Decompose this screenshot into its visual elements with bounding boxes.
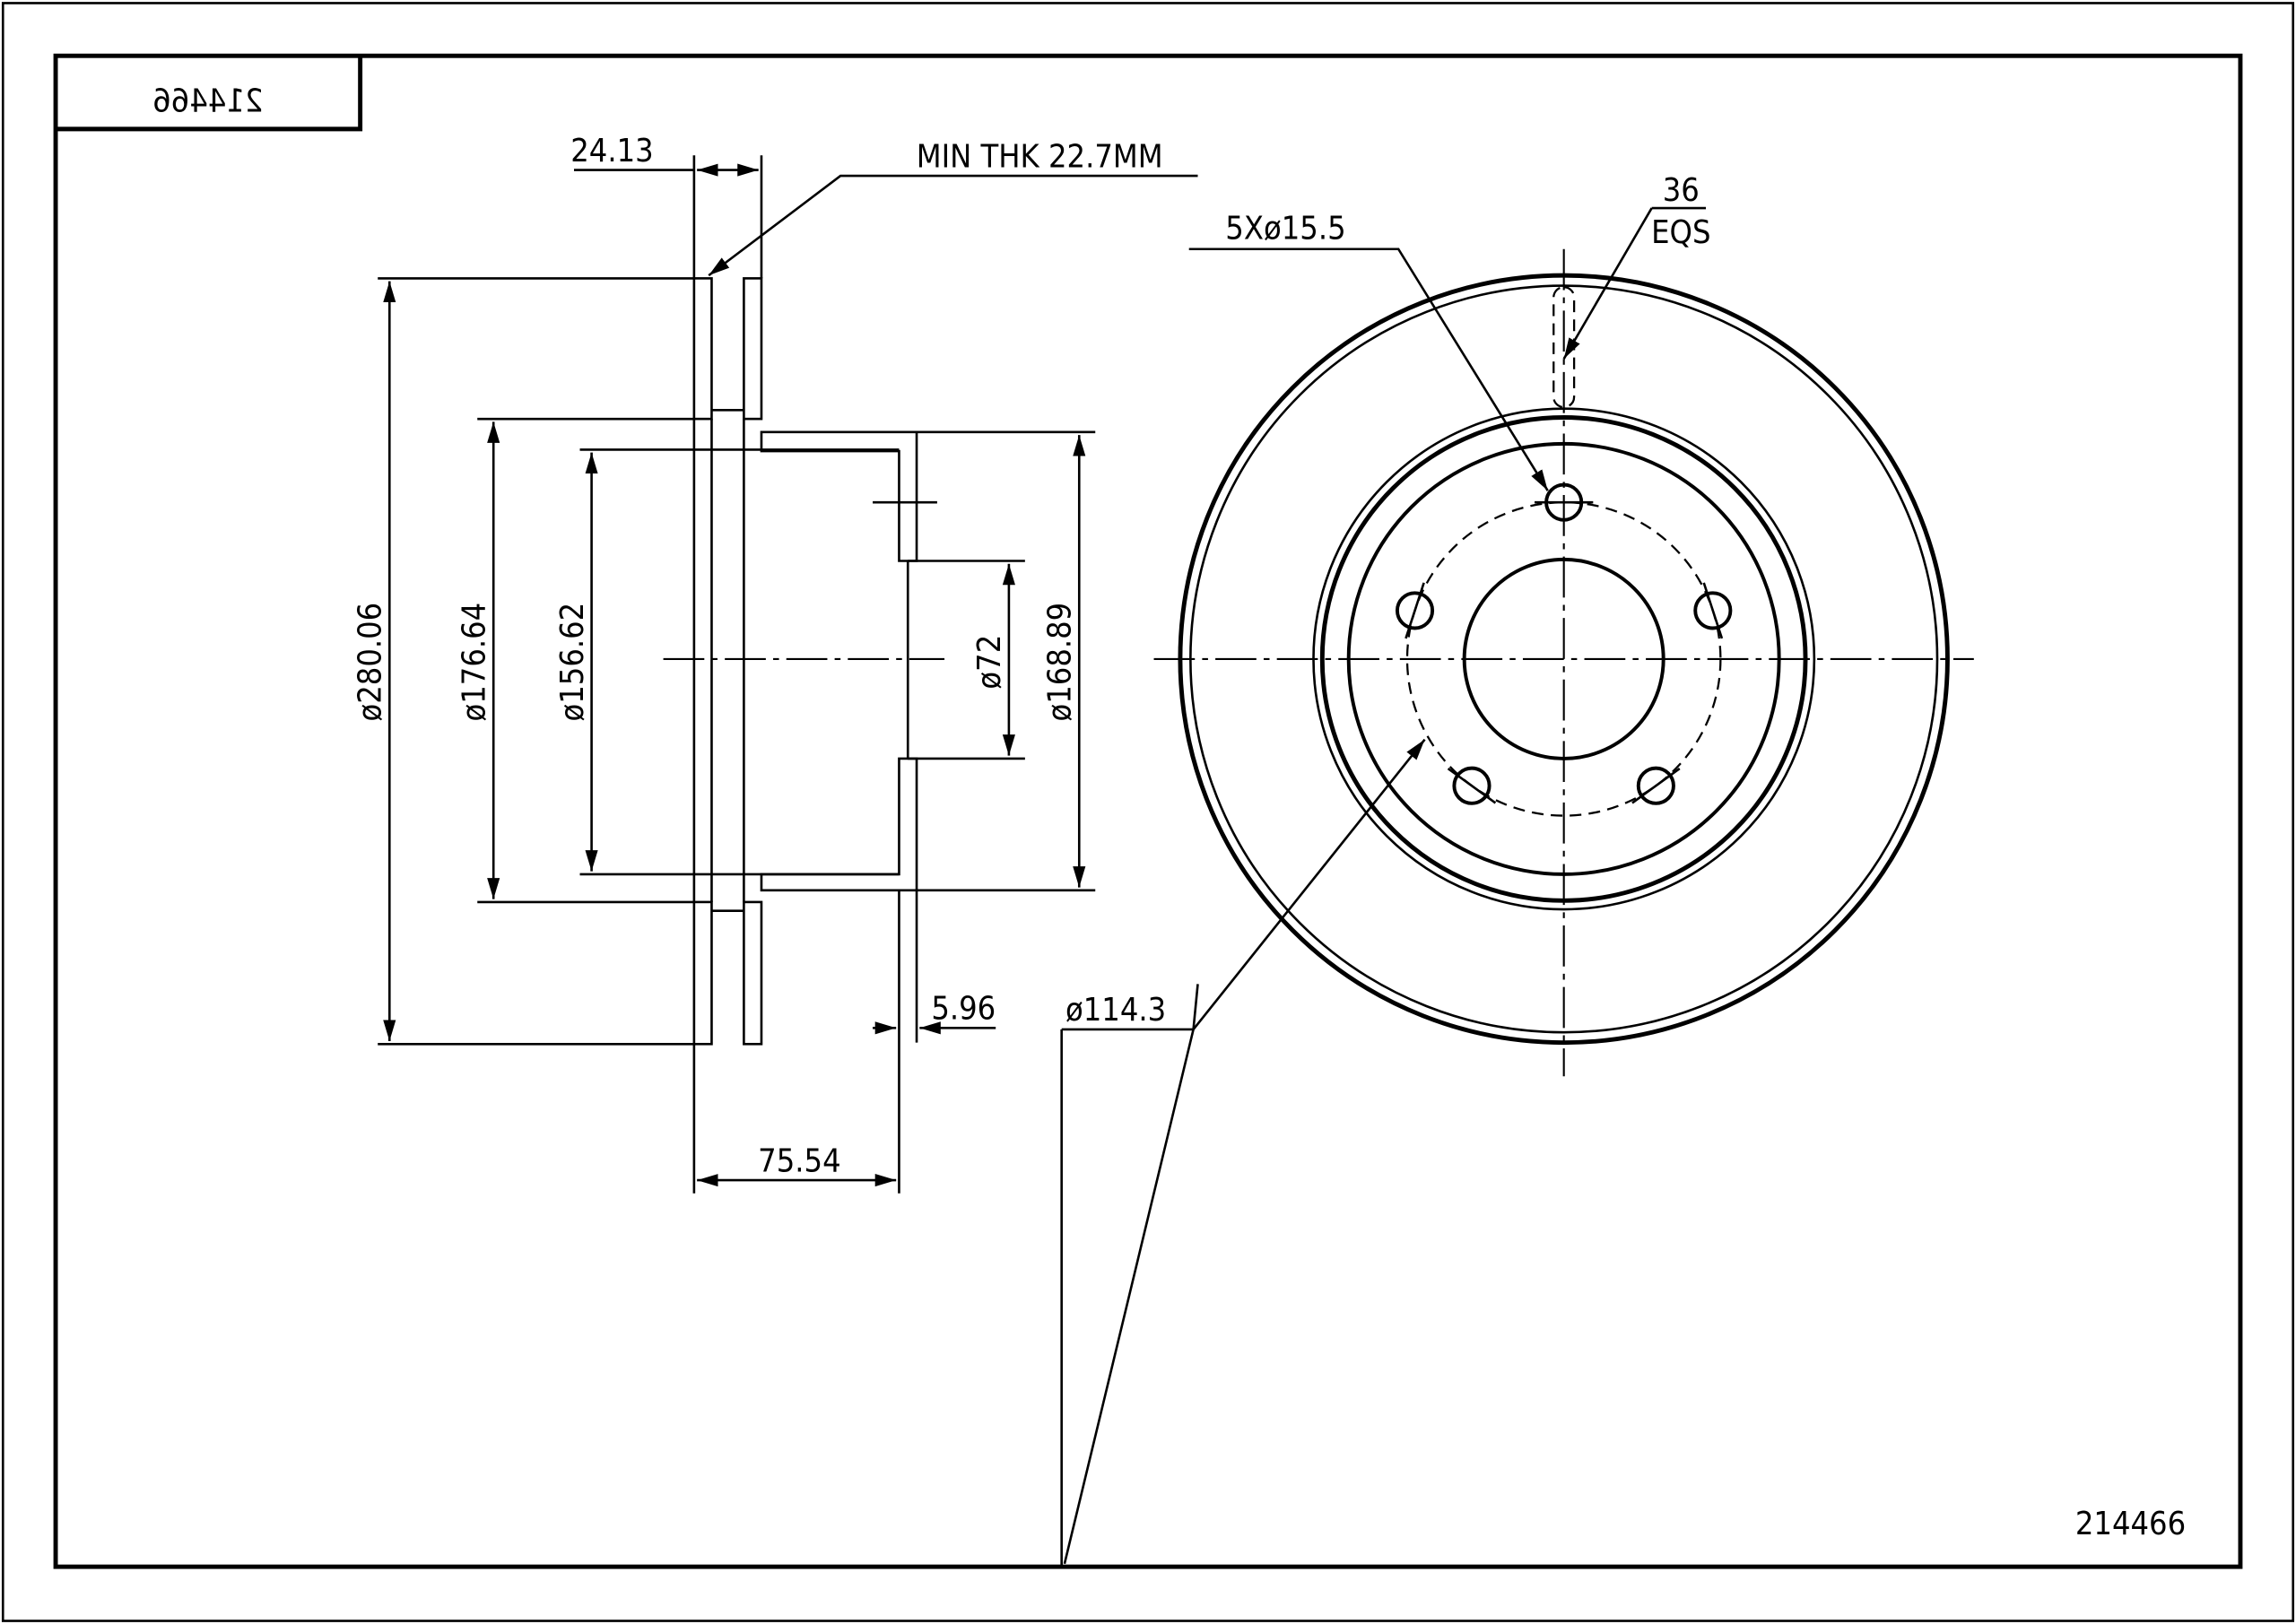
dim-thickness: 24.13 [570,133,653,169]
slot-count: 36 [1663,172,1700,209]
bolt-hole-centerline [1447,767,1497,804]
bolt-hole-centerline [1631,767,1681,804]
bolt-hole [1693,591,1733,630]
slot-spacing: EQS [1651,214,1710,251]
side-dimensions: ø280.06 ø176.64 ø156.62 ø72 ø168.89 24.1… [352,133,1198,1194]
mirrored-part-number: 214466 [152,83,263,119]
bolt-hole [1395,591,1435,630]
dim-center-bore: ø72 [971,635,1008,690]
dim-156: ø156.62 [554,603,591,722]
dim-hat-diameter: ø168.89 [1041,603,1078,722]
dim-hat-offset: 5.96 [931,991,996,1028]
side-section-view [663,277,945,1046]
dim-bolt-circle: ø114.3 [1065,992,1166,1029]
bolt-hole [1452,766,1492,805]
min-thickness-note: MIN THK 22.7MM [917,138,1163,175]
dim-176: ø176.64 [456,603,492,722]
drawing-frame [53,53,2243,1569]
bolt-holes-note: 5Xø15.5 [1225,210,1345,247]
front-view [1153,248,1974,1077]
title-box [56,56,363,132]
dim-height: 75.54 [758,1142,840,1179]
part-number: 214466 [2075,1506,2186,1542]
dim-outer-diameter: ø280.06 [352,603,388,722]
bolt-hole-centerline [1405,582,1425,639]
bolt-hole [1636,766,1675,805]
bolt-hole-centerline [1702,582,1724,639]
front-dimensions: 5Xø15.5 36 EQS ø114.3 [1060,172,1710,1568]
